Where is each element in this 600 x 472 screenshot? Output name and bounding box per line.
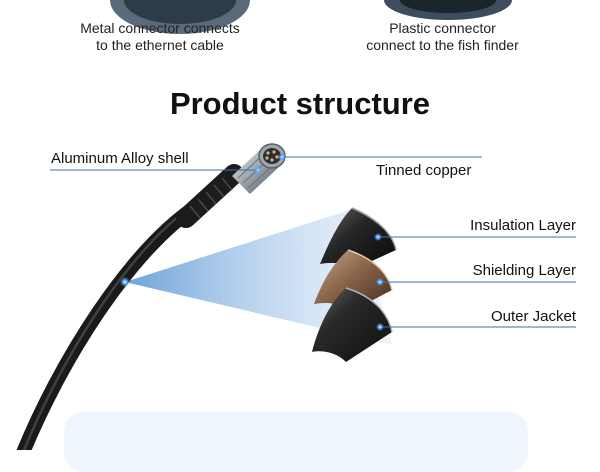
label-outer-jacket: Outer Jacket (490, 308, 576, 325)
metal-connector-caption-line-2: to the ethernet cable (96, 37, 224, 53)
product-structure-section: Metal connector connects to the ethernet… (16, 0, 576, 472)
metal-connector-caption-line-1: Metal connector connects (80, 20, 240, 36)
marker-dots (120, 153, 384, 331)
metal-connector-photo (110, 0, 250, 34)
section-title: Product structure (169, 86, 431, 121)
plastic-connector-photo (384, 0, 512, 20)
ethernet-cable (16, 164, 244, 450)
label-tinned-copper: Tinned copper (376, 162, 472, 179)
bottom-info-panel (64, 412, 528, 472)
plastic-connector-caption-line-1: Plastic connector (389, 20, 496, 36)
label-shielding-layer: Shielding Layer (472, 262, 576, 279)
layer-insulation (320, 207, 397, 270)
layer-shielding (314, 249, 393, 312)
metal-connector-caption: Metal connector connects to the ethernet… (40, 20, 280, 54)
product-illustration (16, 0, 576, 450)
cross-section-beam (125, 208, 392, 345)
leader-lines (50, 156, 576, 328)
plastic-connector-caption-line-2: connect to the fish finder (366, 37, 519, 53)
label-aluminum-shell: Aluminum Alloy shell (51, 150, 189, 167)
label-insulation-layer: Insulation Layer (470, 217, 576, 234)
plastic-connector-caption: Plastic connector connect to the fish fi… (320, 20, 565, 54)
